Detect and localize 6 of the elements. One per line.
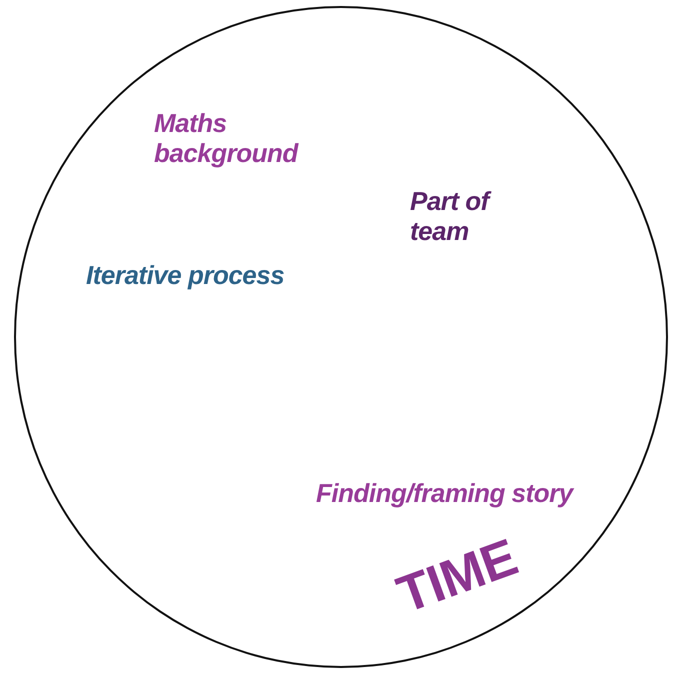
text-label: Maths background [154, 108, 300, 168]
title-word: TIME [391, 531, 524, 622]
text-label: Iterative process [86, 260, 286, 290]
circle-outline [14, 6, 668, 668]
text-label: Part of team [410, 186, 540, 246]
text-label: Finding/framing story [315, 478, 576, 508]
